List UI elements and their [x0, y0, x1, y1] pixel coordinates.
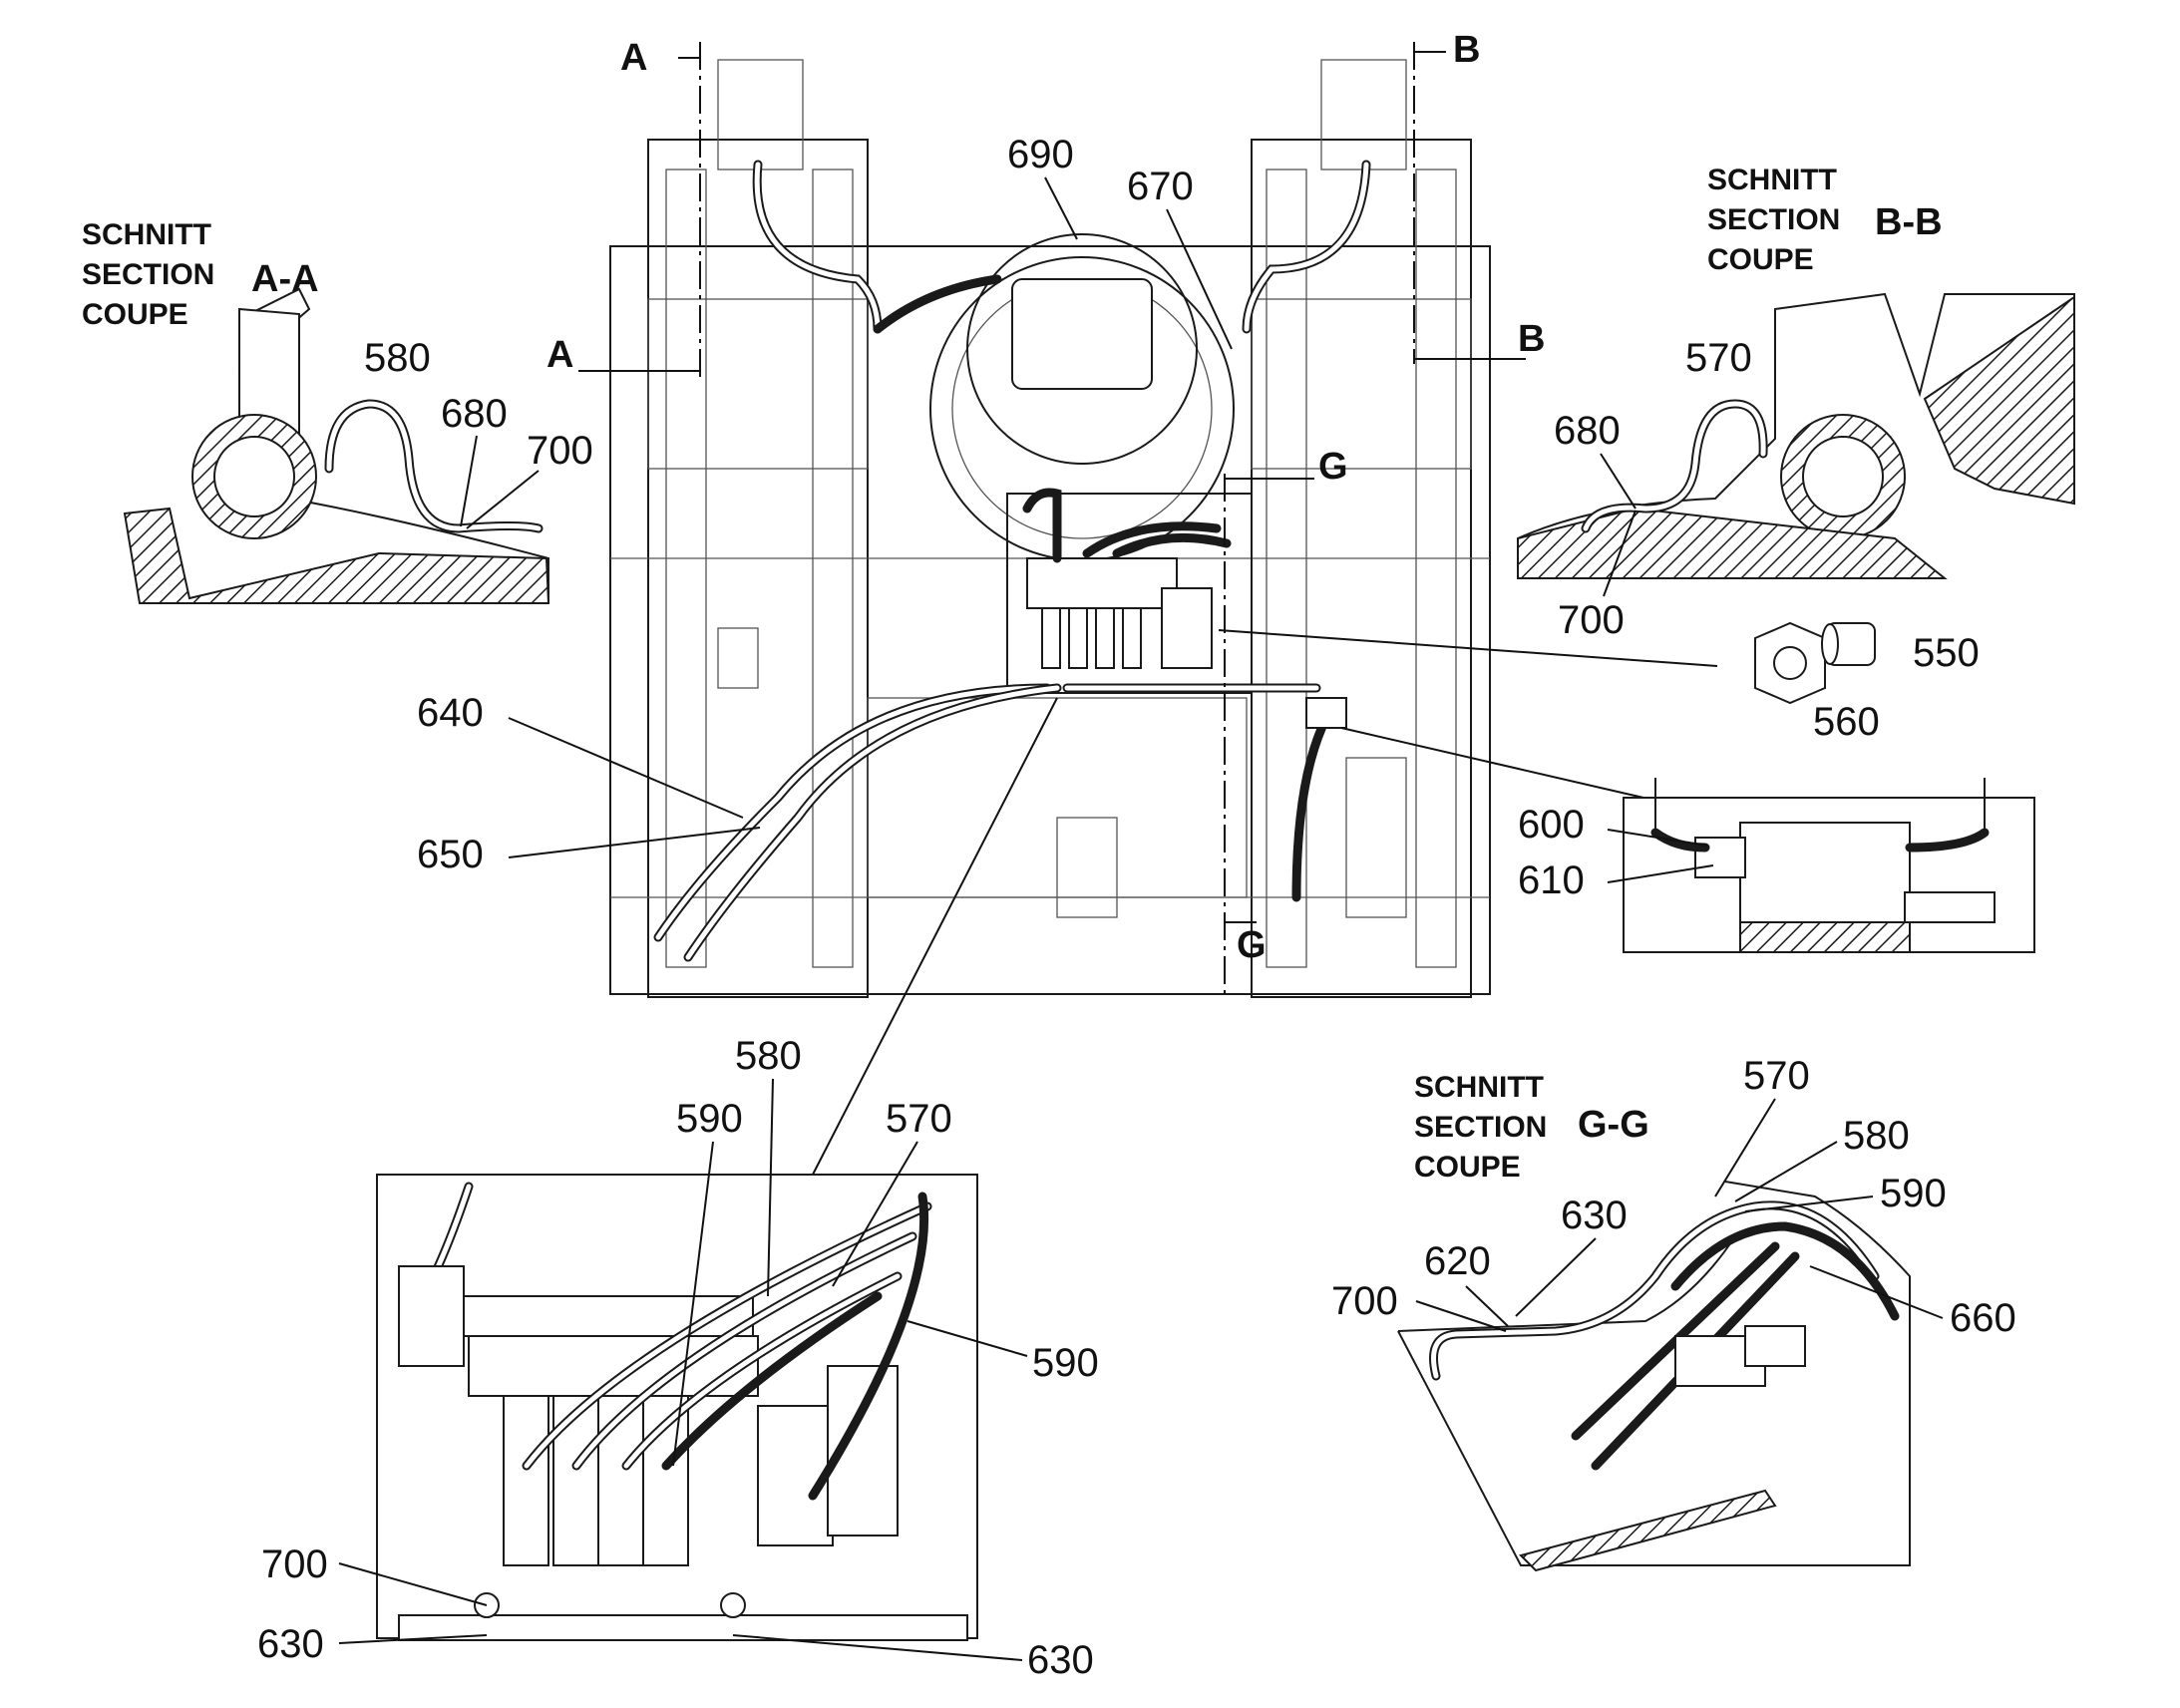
cut-mark-a-bottom: A — [546, 334, 573, 376]
section-a-a-line-1: SCHNITT — [82, 218, 211, 251]
callout-aa-580: 580 — [364, 336, 431, 380]
section-g-g-view: SCHNITT SECTION COUPE G-G 570 580 590 63… — [1331, 1054, 2016, 1572]
section-b-b-view: SCHNITT SECTION COUPE B-B 570 680 700 — [1517, 164, 2075, 642]
section-a-a-id: A-A — [251, 258, 319, 300]
section-g-g-line-3: COUPE — [1414, 1151, 1521, 1184]
section-b-b-id: B-B — [1875, 201, 1943, 243]
callout-gg-700: 700 — [1331, 1279, 1398, 1323]
cut-mark-g-bottom: G — [1237, 924, 1267, 966]
callout-610: 610 — [1518, 858, 1585, 902]
callout-bb-680: 680 — [1554, 409, 1621, 453]
valve-block-detail: 600 610 — [1340, 727, 2035, 953]
main-frame-view — [609, 59, 1491, 998]
section-a-a-line-3: COUPE — [82, 298, 188, 331]
callout-670: 670 — [1127, 165, 1194, 208]
nut-and-fitting-detail: 550 560 — [1218, 621, 1980, 744]
callout-detail-700: 700 — [261, 1542, 328, 1586]
cut-mark-b-bottom: B — [1518, 318, 1545, 360]
callout-gg-620: 620 — [1424, 1239, 1491, 1283]
callout-aa-680: 680 — [441, 392, 508, 436]
callout-aa-700: 700 — [527, 429, 593, 473]
callout-gg-630: 630 — [1561, 1194, 1628, 1237]
manifold-detail-view: 580 590 570 590 700 630 630 — [257, 697, 1099, 1682]
cut-mark-b-top: B — [1453, 29, 1480, 71]
section-a-a-view: SCHNITT SECTION COUPE A-A 580 680 700 — [82, 218, 593, 604]
callout-gg-590: 590 — [1880, 1172, 1947, 1215]
callout-gg-580: 580 — [1843, 1114, 1910, 1158]
cut-mark-g-top: G — [1318, 446, 1348, 488]
cut-mark-a-top: A — [620, 37, 647, 79]
section-a-a-line-2: SECTION — [82, 258, 214, 291]
callout-detail-590-right: 590 — [1032, 1341, 1099, 1385]
callout-gg-660: 660 — [1950, 1296, 2016, 1340]
section-g-g-id: G-G — [1578, 1104, 1649, 1146]
callout-690: 690 — [1007, 133, 1074, 176]
callout-bb-700: 700 — [1558, 598, 1625, 642]
cut-line-g: G G — [1224, 446, 1348, 997]
callout-550: 550 — [1913, 631, 1980, 675]
callout-detail-580: 580 — [735, 1034, 802, 1078]
callout-bb-570: 570 — [1685, 336, 1752, 380]
callout-detail-630-right: 630 — [1027, 1638, 1094, 1682]
callout-650: 650 — [417, 833, 484, 876]
callout-detail-590-top: 590 — [676, 1097, 743, 1141]
callout-detail-630-left: 630 — [257, 1622, 324, 1666]
callout-detail-570: 570 — [886, 1097, 952, 1141]
callout-gg-570: 570 — [1743, 1054, 1810, 1098]
callout-640: 640 — [417, 691, 484, 735]
cut-line-b: B B — [1413, 29, 1545, 364]
callout-600: 600 — [1518, 803, 1585, 847]
section-g-g-line-2: SECTION — [1414, 1111, 1547, 1144]
cut-line-a: A A — [546, 37, 701, 379]
callout-560: 560 — [1813, 700, 1880, 744]
section-b-b-line-2: SECTION — [1707, 203, 1840, 236]
section-b-b-line-1: SCHNITT — [1707, 164, 1837, 196]
section-b-b-line-3: COUPE — [1707, 243, 1814, 276]
section-g-g-line-1: SCHNITT — [1414, 1071, 1544, 1104]
